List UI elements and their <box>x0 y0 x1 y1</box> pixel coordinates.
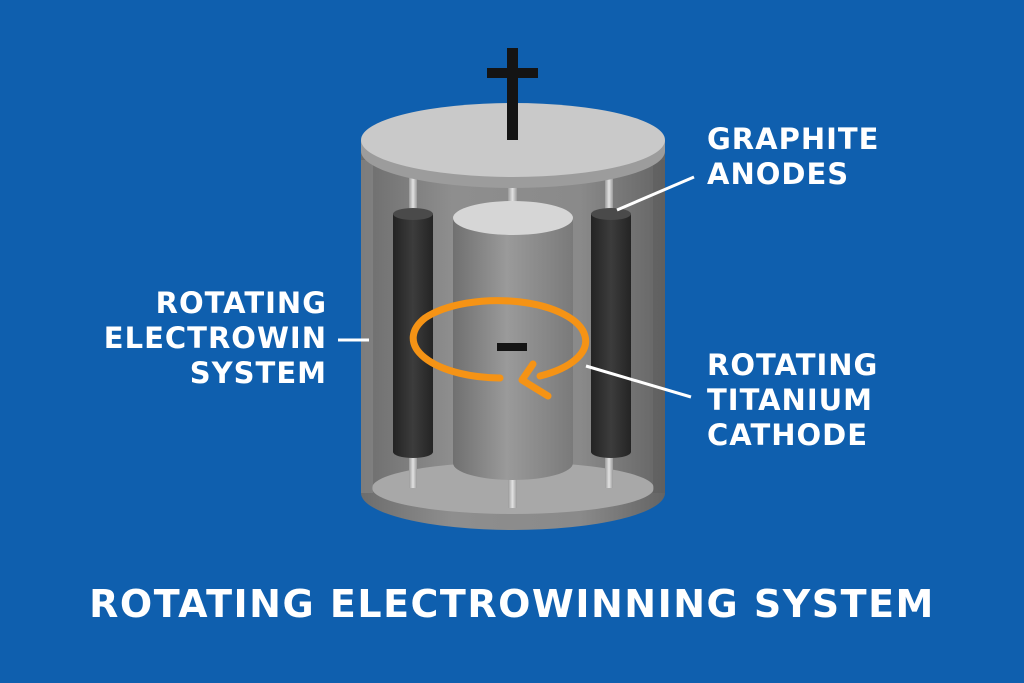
support-rods <box>409 165 613 508</box>
label-line: ROTATING <box>707 348 879 382</box>
label-line: ROTATING <box>155 286 327 320</box>
anode-left-top-rod <box>409 165 417 213</box>
rotation-arrow-icon <box>409 297 590 400</box>
cathode-leader-line <box>585 364 692 399</box>
anodes-leader-line <box>616 175 695 212</box>
negative-sign-icon <box>497 343 527 351</box>
rotating-titanium-cathode-label: ROTATING TITANIUM CATHODE <box>707 348 878 453</box>
anode-left-bottom-rod <box>409 452 417 488</box>
cathode-top-shaft <box>508 170 517 218</box>
rotating-electrowin-system-label: ROTATING ELECTROWIN SYSTEM <box>104 286 327 391</box>
label-line: TITANIUM <box>707 383 874 417</box>
label-line: ELECTROWIN <box>103 321 327 355</box>
label-line: CATHODE <box>707 418 869 452</box>
leader-lines <box>338 175 695 399</box>
container-wall-right-rim <box>653 160 665 493</box>
cathode-bottom-shaft <box>508 470 517 508</box>
cathode-top <box>453 201 573 235</box>
diagram-title: ROTATING ELECTROWINNING SYSTEM <box>89 582 935 626</box>
label-line: GRAPHITE <box>707 122 880 156</box>
cathode-cylinder <box>453 201 573 480</box>
anode-right-top-rod <box>605 165 613 213</box>
anode-right <box>591 208 631 458</box>
positive-terminal-icon <box>487 48 538 140</box>
label-line: ANODES <box>707 157 850 191</box>
anode-right-bottom-rod <box>605 452 613 488</box>
container-lid <box>361 103 665 188</box>
graphite-anodes-label: GRAPHITE ANODES <box>707 122 879 192</box>
container-wall-left-rim <box>361 160 373 493</box>
label-line: SYSTEM <box>189 356 327 390</box>
